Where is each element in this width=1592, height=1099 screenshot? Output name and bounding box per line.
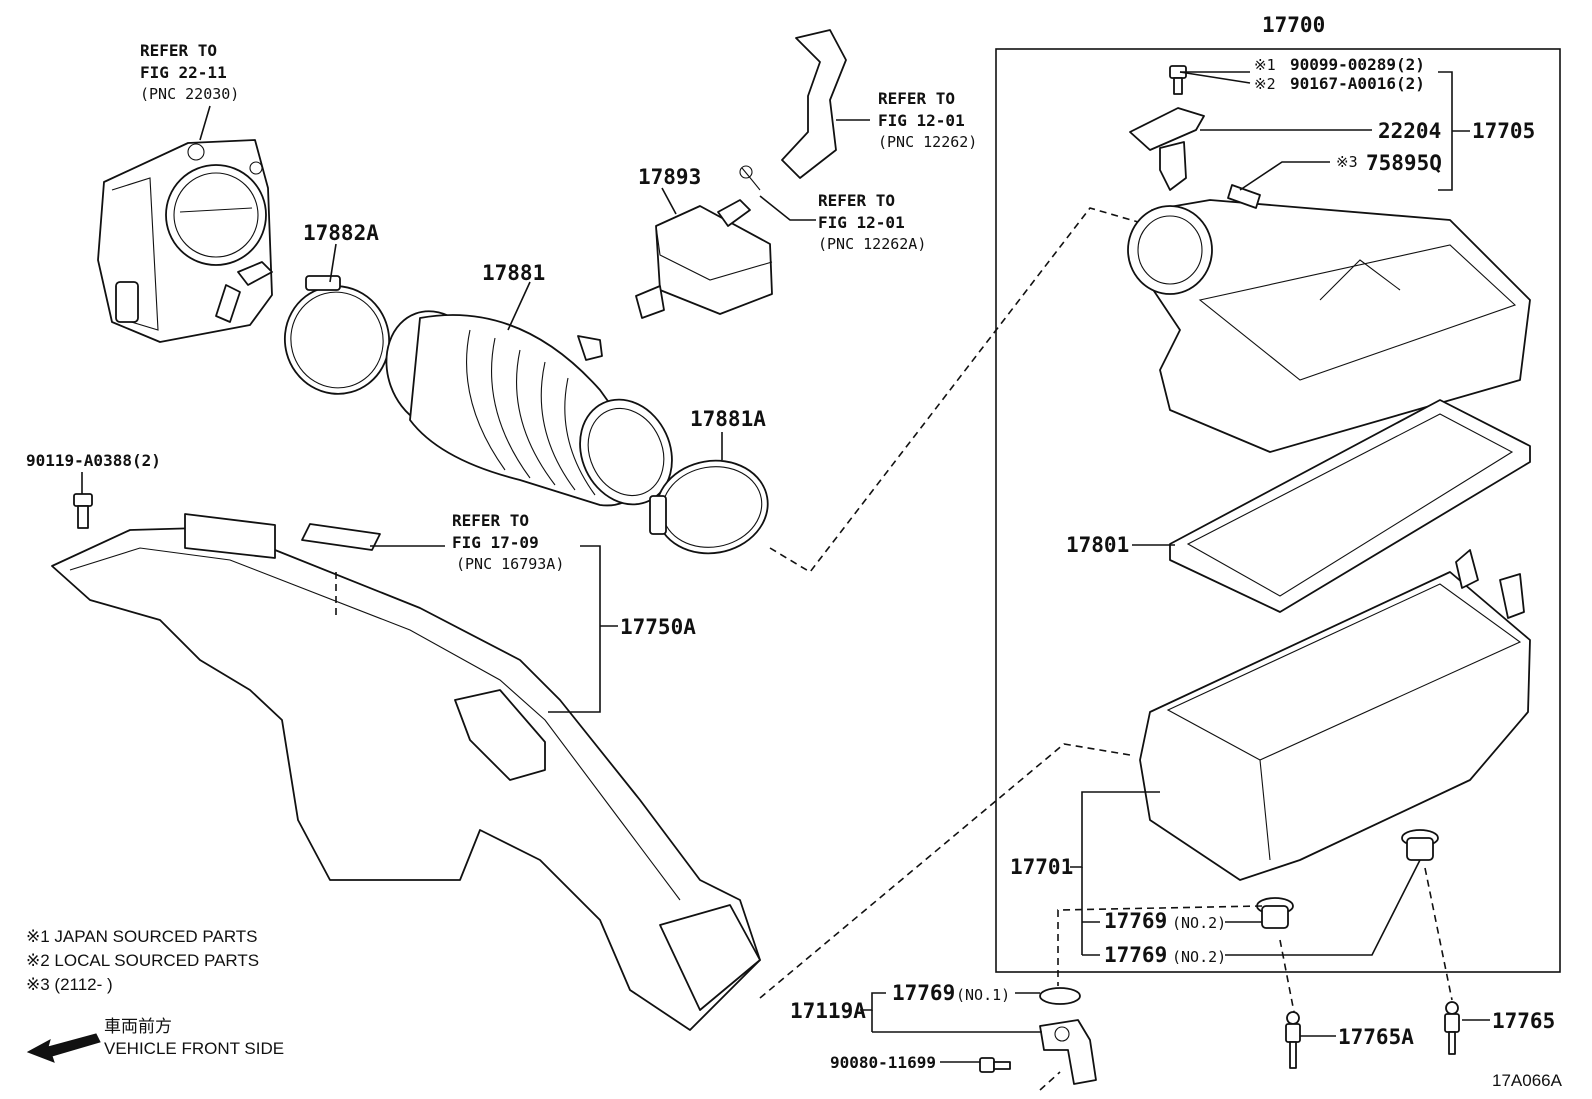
part-label-90119: 90119-A0388(2): [26, 451, 161, 470]
figure-id: 17A066A: [1492, 1071, 1563, 1090]
breather-hose-drawing: [739, 29, 847, 191]
refer-4-line3: (PNC 16793A): [456, 555, 564, 573]
part-label-17701: 17701: [1010, 855, 1073, 879]
part-label-17700: 17700: [1262, 13, 1325, 37]
clamp-17882a-drawing: [283, 275, 391, 395]
part-label-22204: 22204: [1378, 119, 1441, 143]
refer-1-line1: REFER TO: [140, 41, 217, 60]
part-label-17882a: 17882A: [303, 221, 379, 245]
part-label-17765a: 17765A: [1338, 1025, 1414, 1049]
part-label-17769-b-note: (NO.2): [1172, 948, 1226, 966]
sensor-22204-drawing: [1129, 65, 1205, 191]
refer-2-line2: FIG 12-01: [878, 111, 965, 130]
refer-4-line2: FIG 17-09: [452, 533, 539, 552]
refer-4-line1: REFER TO: [452, 511, 529, 530]
part-label-90080: 90080-11699: [830, 1053, 936, 1072]
bolt-90119-drawing: [73, 493, 93, 529]
grommet-17769-drawing: [1039, 829, 1439, 1005]
pin-17765-drawing: [1444, 1001, 1460, 1055]
resonator-17893-drawing: [635, 199, 773, 319]
intake-hose-17881-drawing: [385, 310, 673, 507]
direction-label-en: VEHICLE FRONT SIDE: [104, 1039, 284, 1058]
filter-17801-drawing: [1169, 399, 1531, 613]
air-duct-17750a-drawing: [51, 513, 761, 1031]
part-label-90167: 90167-A0016(2): [1290, 74, 1425, 93]
part-label-17705: 17705: [1472, 119, 1535, 143]
part-label-90099: 90099-00289(2): [1290, 55, 1425, 74]
part-label-17769-a: 17769: [1104, 909, 1167, 933]
part-label-17881a: 17881A: [690, 407, 766, 431]
leader-lines: [81, 71, 1490, 1063]
part-label-17765: 17765: [1492, 1009, 1555, 1033]
mark-3: ※3: [1336, 153, 1358, 171]
dashed-connections: [335, 207, 1453, 1091]
note-production-date: ※3 (2112- ): [26, 975, 113, 994]
part-label-17881: 17881: [482, 261, 545, 285]
part-label-17750a: 17750A: [620, 615, 696, 639]
note-local-sourced: ※2 LOCAL SOURCED PARTS: [26, 951, 259, 970]
part-label-75895q: 75895Q: [1366, 151, 1442, 175]
part-label-17769-c: 17769: [892, 981, 955, 1005]
refer-2-line3: (PNC 12262): [878, 133, 977, 151]
refer-2-line1: REFER TO: [878, 89, 955, 108]
part-label-17801: 17801: [1066, 533, 1129, 557]
mark-2: ※2: [1254, 75, 1276, 93]
refer-1-line2: FIG 22-11: [140, 63, 227, 82]
lower-case-17701-drawing: [1139, 549, 1531, 881]
refer-3-line2: FIG 12-01: [818, 213, 905, 232]
mark-1: ※1: [1254, 56, 1276, 74]
throttle-body-drawing: [97, 139, 273, 343]
refer-1-line3: (PNC 22030): [140, 85, 239, 103]
assembly-frame-17700: [995, 48, 1561, 973]
note-japan-sourced: ※1 JAPAN SOURCED PARTS: [26, 927, 258, 946]
pin-17765a-drawing: [1285, 1011, 1301, 1069]
part-label-17769-a-note: (NO.2): [1172, 914, 1226, 932]
part-label-17893: 17893: [638, 165, 701, 189]
refer-3-line3: (PNC 12262A): [818, 235, 926, 253]
upper-case-17705-drawing: [1127, 199, 1531, 453]
clamp-17881a-drawing: [649, 459, 769, 555]
part-label-17119a: 17119A: [790, 999, 866, 1023]
direction-label-jp: 車両前方: [104, 1017, 172, 1036]
part-label-17769-c-note: (NO.1): [956, 986, 1010, 1004]
refer-3-line1: REFER TO: [818, 191, 895, 210]
vehicle-front-arrow-icon: [26, 1033, 101, 1063]
bracket-17119a-drawing: [1039, 1019, 1097, 1085]
label-75895q-drawing: [1227, 184, 1261, 209]
part-label-17769-b: 17769: [1104, 943, 1167, 967]
bolt-90080-drawing: [979, 1057, 1011, 1073]
